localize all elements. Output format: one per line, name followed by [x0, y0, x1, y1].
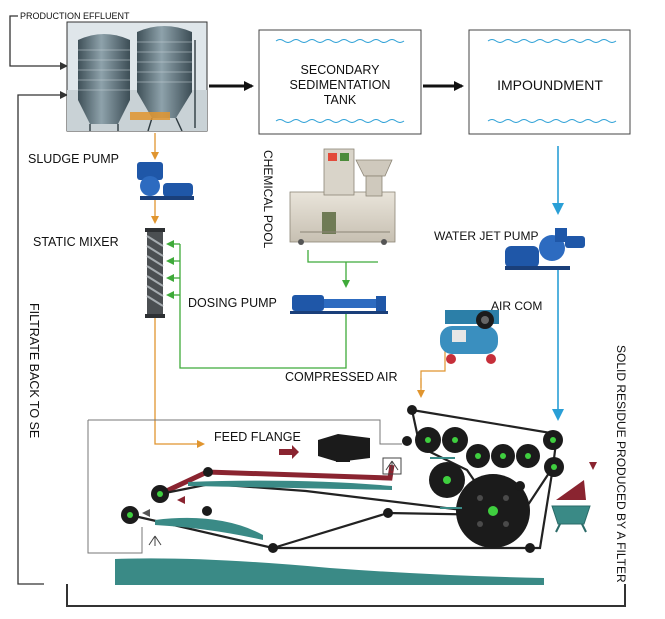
sludge-pump-label: SLUDGE PUMP: [28, 152, 119, 166]
dosing-pump-label: DOSING PUMP: [188, 296, 277, 310]
chemical-pool-label: CHEMICAL POOL: [261, 150, 275, 249]
impoundment-tank: IMPOUNDMENT: [468, 29, 631, 135]
dosing-unit: [289, 148, 396, 245]
feed-flange-label: FEED FLANGE: [214, 430, 301, 444]
static-mixer-label: STATIC MIXER: [33, 235, 119, 249]
dosing-line: [166, 240, 378, 369]
static-mixer-icon: [145, 228, 165, 318]
production-effluent-label: PRODUCTION EFFLUENT: [20, 11, 130, 21]
water-jet-pump-label: WATER JET PUMP: [434, 229, 538, 243]
belt-filter-press: [87, 405, 597, 585]
sludge-line: [151, 133, 446, 448]
air-com-label: AIR COM: [491, 299, 542, 313]
water-jet-pump-icon: [505, 228, 585, 270]
secondary-label-line2: SEDIMENTATION: [290, 78, 391, 92]
air-compressor-icon: [440, 310, 499, 364]
silo-tanks: [66, 21, 208, 132]
compressed-air-label: COMPRESSED AIR: [285, 370, 398, 384]
filtrate-return-line: [9, 15, 626, 607]
sludge-pump-icon: [137, 162, 194, 200]
impoundment-label: IMPOUNDMENT: [497, 77, 603, 93]
filtrate-back-label: FILTRATE BACK TO SE: [27, 303, 41, 438]
dosing-pump-icon: [290, 295, 388, 314]
solid-residue-label: SOLID RESIDUE PRODUCED BY A FILTER: [614, 345, 628, 583]
secondary-label-line1: SECONDARY: [301, 63, 381, 77]
secondary-sedimentation-tank: SECONDARY SEDIMENTATION TANK: [258, 29, 422, 135]
secondary-label-line3: TANK: [324, 93, 357, 107]
